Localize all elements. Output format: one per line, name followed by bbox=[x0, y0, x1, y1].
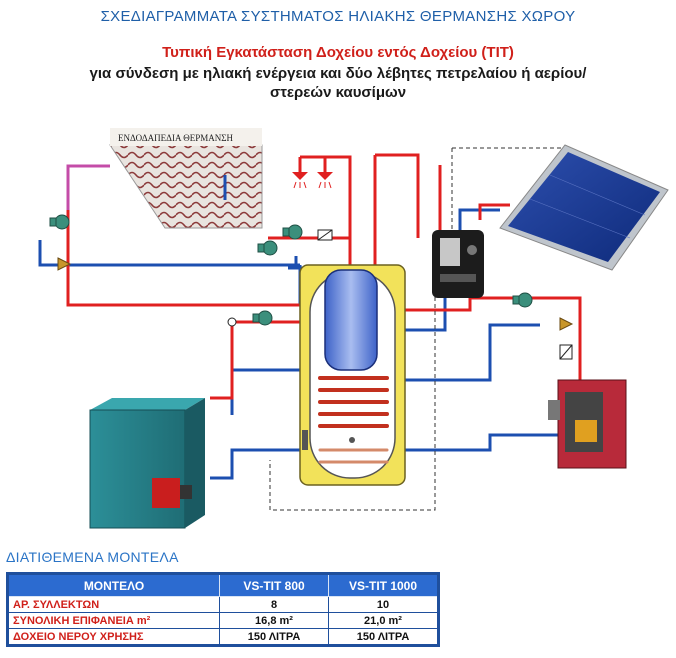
models-table: ΜΟΝΤΕΛΟ VS-TIT 800 VS-TIT 1000 ΑΡ. ΣΥΛΛΕ… bbox=[6, 572, 440, 647]
mixing-valves bbox=[57, 257, 574, 331]
dashed-control-lines bbox=[269, 147, 565, 511]
column-header-tit-1000: VS-TIT 1000 bbox=[328, 573, 439, 597]
valve-left-icon bbox=[57, 257, 72, 271]
installation-description: για σύνδεση με ηλιακή ενέργεια και δύο λ… bbox=[0, 64, 676, 102]
table-cell: 150 ΛΙΤΡΑ bbox=[219, 628, 329, 646]
column-header-model: ΜΟΝΤΕΛΟ bbox=[7, 573, 220, 597]
table-row: ΔΟΧΕΙΟ ΝΕΡΟΥ ΧΡΗΣΗΣ 150 ΛΙΤΡΑ 150 ΛΙΤΡΑ bbox=[7, 628, 439, 646]
solar-collector-panel bbox=[499, 144, 669, 271]
table-row: ΣΥΝΟΛΙΚΗ ΕΠΙΦΑΝΕΙΑ m² 16,8 m² 21,0 m² bbox=[7, 612, 439, 629]
valve-right-icon bbox=[559, 317, 574, 331]
table-cell: 21,0 m² bbox=[328, 612, 439, 629]
available-models-heading: ΔΙΑΤΙΘΕΜΕΝΑ ΜΟΝΤΕΛΑ bbox=[6, 549, 179, 565]
pump-right-icon bbox=[512, 292, 533, 308]
row-label: ΣΥΝΟΛΙΚΗ ΕΠΙΦΑΝΕΙΑ m² bbox=[7, 612, 220, 629]
row-label: ΔΟΧΕΙΟ ΝΕΡΟΥ ΧΡΗΣΗΣ bbox=[7, 628, 220, 646]
floor-heating-panel: ΕΝΔΟΔΑΠΕΔΙΑ ΘΕΡΜΑΝΣΗ bbox=[109, 128, 263, 229]
table-row: ΑΡ. ΣΥΛΛΕΚΤΩΝ 8 10 bbox=[7, 596, 439, 613]
description-line-1: για σύνδεση με ηλιακή ενέργεια και δύο λ… bbox=[89, 65, 587, 82]
burner-icon bbox=[152, 478, 180, 508]
main-storage-tank bbox=[299, 264, 406, 486]
thermostat-sensor bbox=[302, 430, 308, 450]
oil-boiler bbox=[89, 398, 205, 529]
solid-fuel-boiler bbox=[548, 379, 627, 469]
lower-coil bbox=[318, 448, 389, 464]
row-label: ΑΡ. ΣΥΛΛΕΚΤΩΝ bbox=[7, 596, 220, 613]
table-cell: 16,8 m² bbox=[219, 612, 329, 629]
column-header-tit-800: VS-TIT 800 bbox=[219, 573, 329, 597]
table-cell: 150 ΛΙΤΡΑ bbox=[328, 628, 439, 646]
solar-controller bbox=[432, 230, 484, 298]
installation-subtitle: Τυπική Εγκατάσταση Δοχείου εντός Δοχείου… bbox=[162, 44, 514, 61]
junction-icon bbox=[227, 317, 237, 327]
pump-lower-icon bbox=[252, 310, 273, 326]
table-cell: 10 bbox=[328, 596, 439, 613]
hot-water-pipes bbox=[66, 153, 582, 400]
motorized-valves bbox=[317, 229, 573, 360]
models-table-header: ΜΟΝΤΕΛΟ VS-TIT 800 VS-TIT 1000 bbox=[7, 573, 439, 597]
pump-mid-icon bbox=[282, 224, 303, 240]
circulation-pumps bbox=[49, 214, 533, 326]
heating-system-diagram: ΕΝΔΟΔΑΠΕΔΙΑ ΘΕΡΜΑΝΣΗ bbox=[38, 128, 669, 529]
description-line-2: στερεών καυσίμων bbox=[269, 84, 407, 101]
page-title: ΣΧΕΔΙΑΓΡΑΜΜΑΤΑ ΣΥΣΤΗΜΑΤΟΣ ΗΛΙΑΚΗΣ ΘΕΡΜΑΝ… bbox=[100, 8, 576, 25]
inner-hot-water-tank bbox=[324, 269, 378, 371]
floor-heating-pipes bbox=[66, 164, 110, 210]
pump-upper-icon bbox=[257, 240, 278, 256]
heat-exchanger-coil bbox=[318, 376, 389, 428]
sprinkler-heads bbox=[292, 172, 333, 189]
floor-heating-label: ΕΝΔΟΔΑΠΕΔΙΑ ΘΕΡΜΑΝΣΗ bbox=[118, 133, 233, 143]
table-cell: 8 bbox=[219, 596, 329, 613]
pump-floor-icon bbox=[49, 214, 70, 230]
